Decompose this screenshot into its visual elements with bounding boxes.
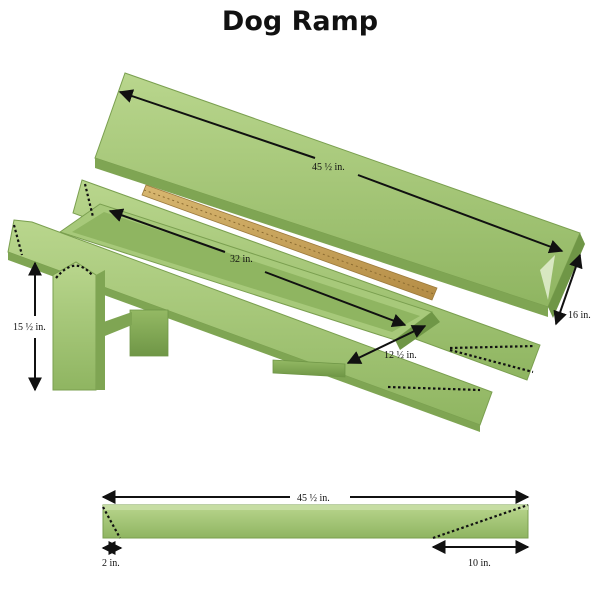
dim-rail-end-cut: 2 in. bbox=[101, 541, 123, 569]
front-leg bbox=[52, 261, 105, 391]
ramp-length-label: 45 ½ in. bbox=[312, 162, 345, 173]
leg-height-label: 15 ½ in. bbox=[13, 322, 46, 333]
dim-ramp-width: 16 in. bbox=[553, 253, 591, 326]
back-leg bbox=[129, 309, 169, 357]
dim-ramp-length: 45 ½ in. bbox=[118, 89, 564, 254]
cut-lines bbox=[12, 183, 536, 392]
rail-cut-lines bbox=[102, 503, 529, 540]
rail-angle-cut-label: 10 in. bbox=[468, 558, 491, 569]
diagram-title: Dog Ramp bbox=[221, 6, 379, 37]
cleat-strip bbox=[141, 184, 438, 301]
dim-tray-width: 12 ½ in. bbox=[346, 325, 427, 364]
bottom-rail-board bbox=[102, 503, 529, 540]
tray-length-label: 32 in. bbox=[230, 254, 253, 265]
ramp-width-label: 16 in. bbox=[568, 310, 591, 321]
dim-tray-length: 32 in. bbox=[108, 208, 407, 328]
dim-rail-angle-cut: 10 in. bbox=[431, 540, 530, 569]
dim-leg-height: 15 ½ in. bbox=[13, 261, 46, 392]
ramp-hinge-shadow bbox=[540, 255, 555, 300]
front-side-rail bbox=[7, 219, 493, 432]
support-bar bbox=[272, 359, 346, 378]
rail-end-cut-label: 2 in. bbox=[102, 558, 120, 569]
rail-length-label: 45 ½ in. bbox=[297, 493, 330, 504]
tray-width-label: 12 ½ in. bbox=[384, 350, 417, 361]
dim-rail-length: 45 ½ in. bbox=[101, 490, 530, 504]
